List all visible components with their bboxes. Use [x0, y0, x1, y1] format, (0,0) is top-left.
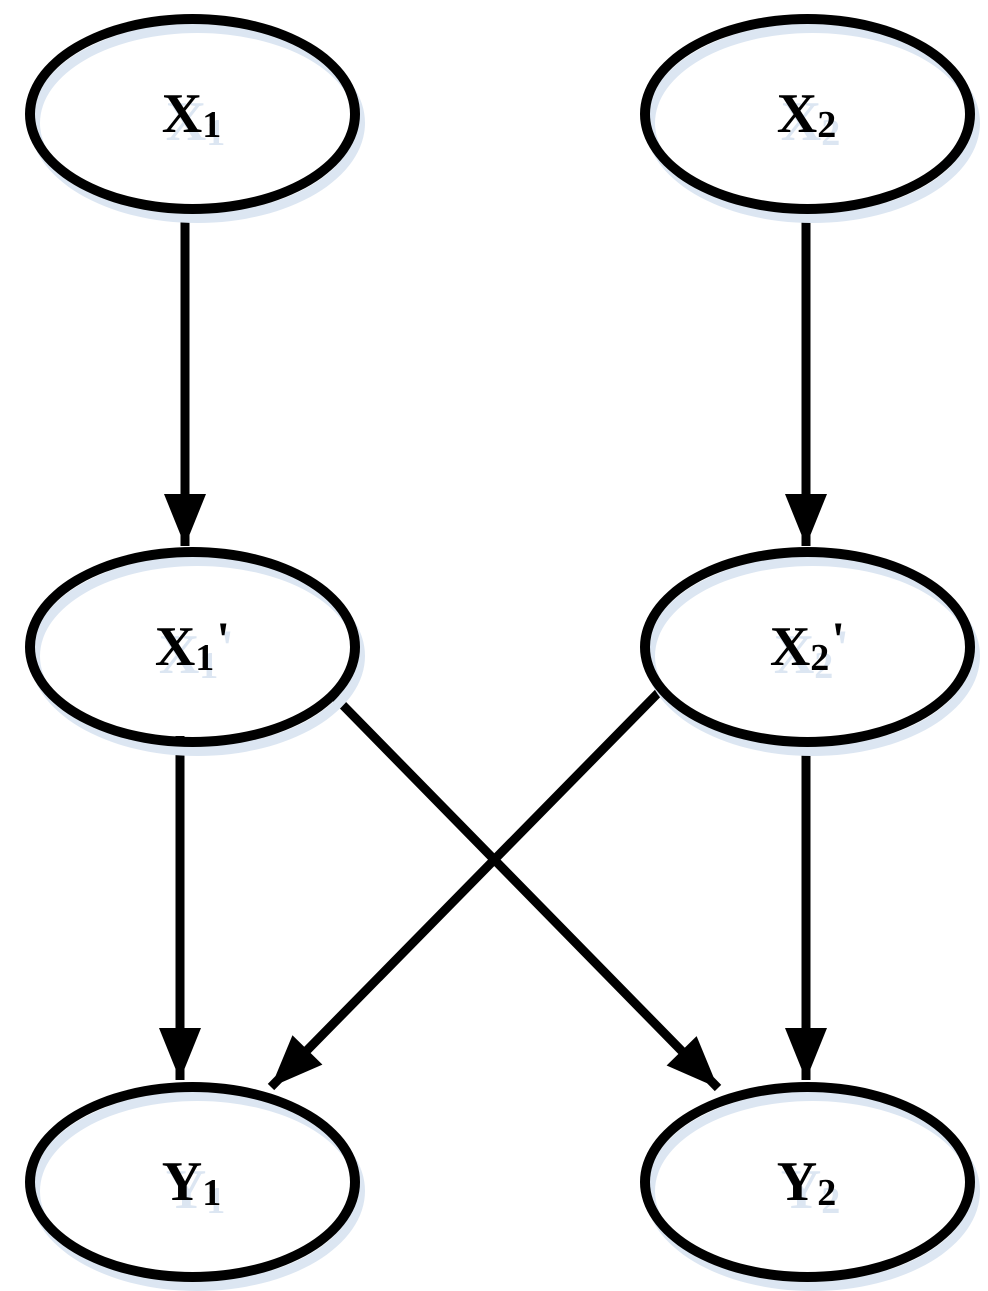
- node-y2-outline: [640, 1082, 975, 1282]
- edge-x1p-to-y2: [326, 688, 722, 1092]
- node-x2-outline: [640, 14, 975, 214]
- node-y1-outline: [25, 1082, 360, 1282]
- node-x2-prime-outline: [640, 547, 975, 747]
- edge-x2p-to-y1: [267, 687, 664, 1091]
- node-x1-prime-outline: [25, 547, 360, 747]
- node-x1-outline: [25, 14, 360, 214]
